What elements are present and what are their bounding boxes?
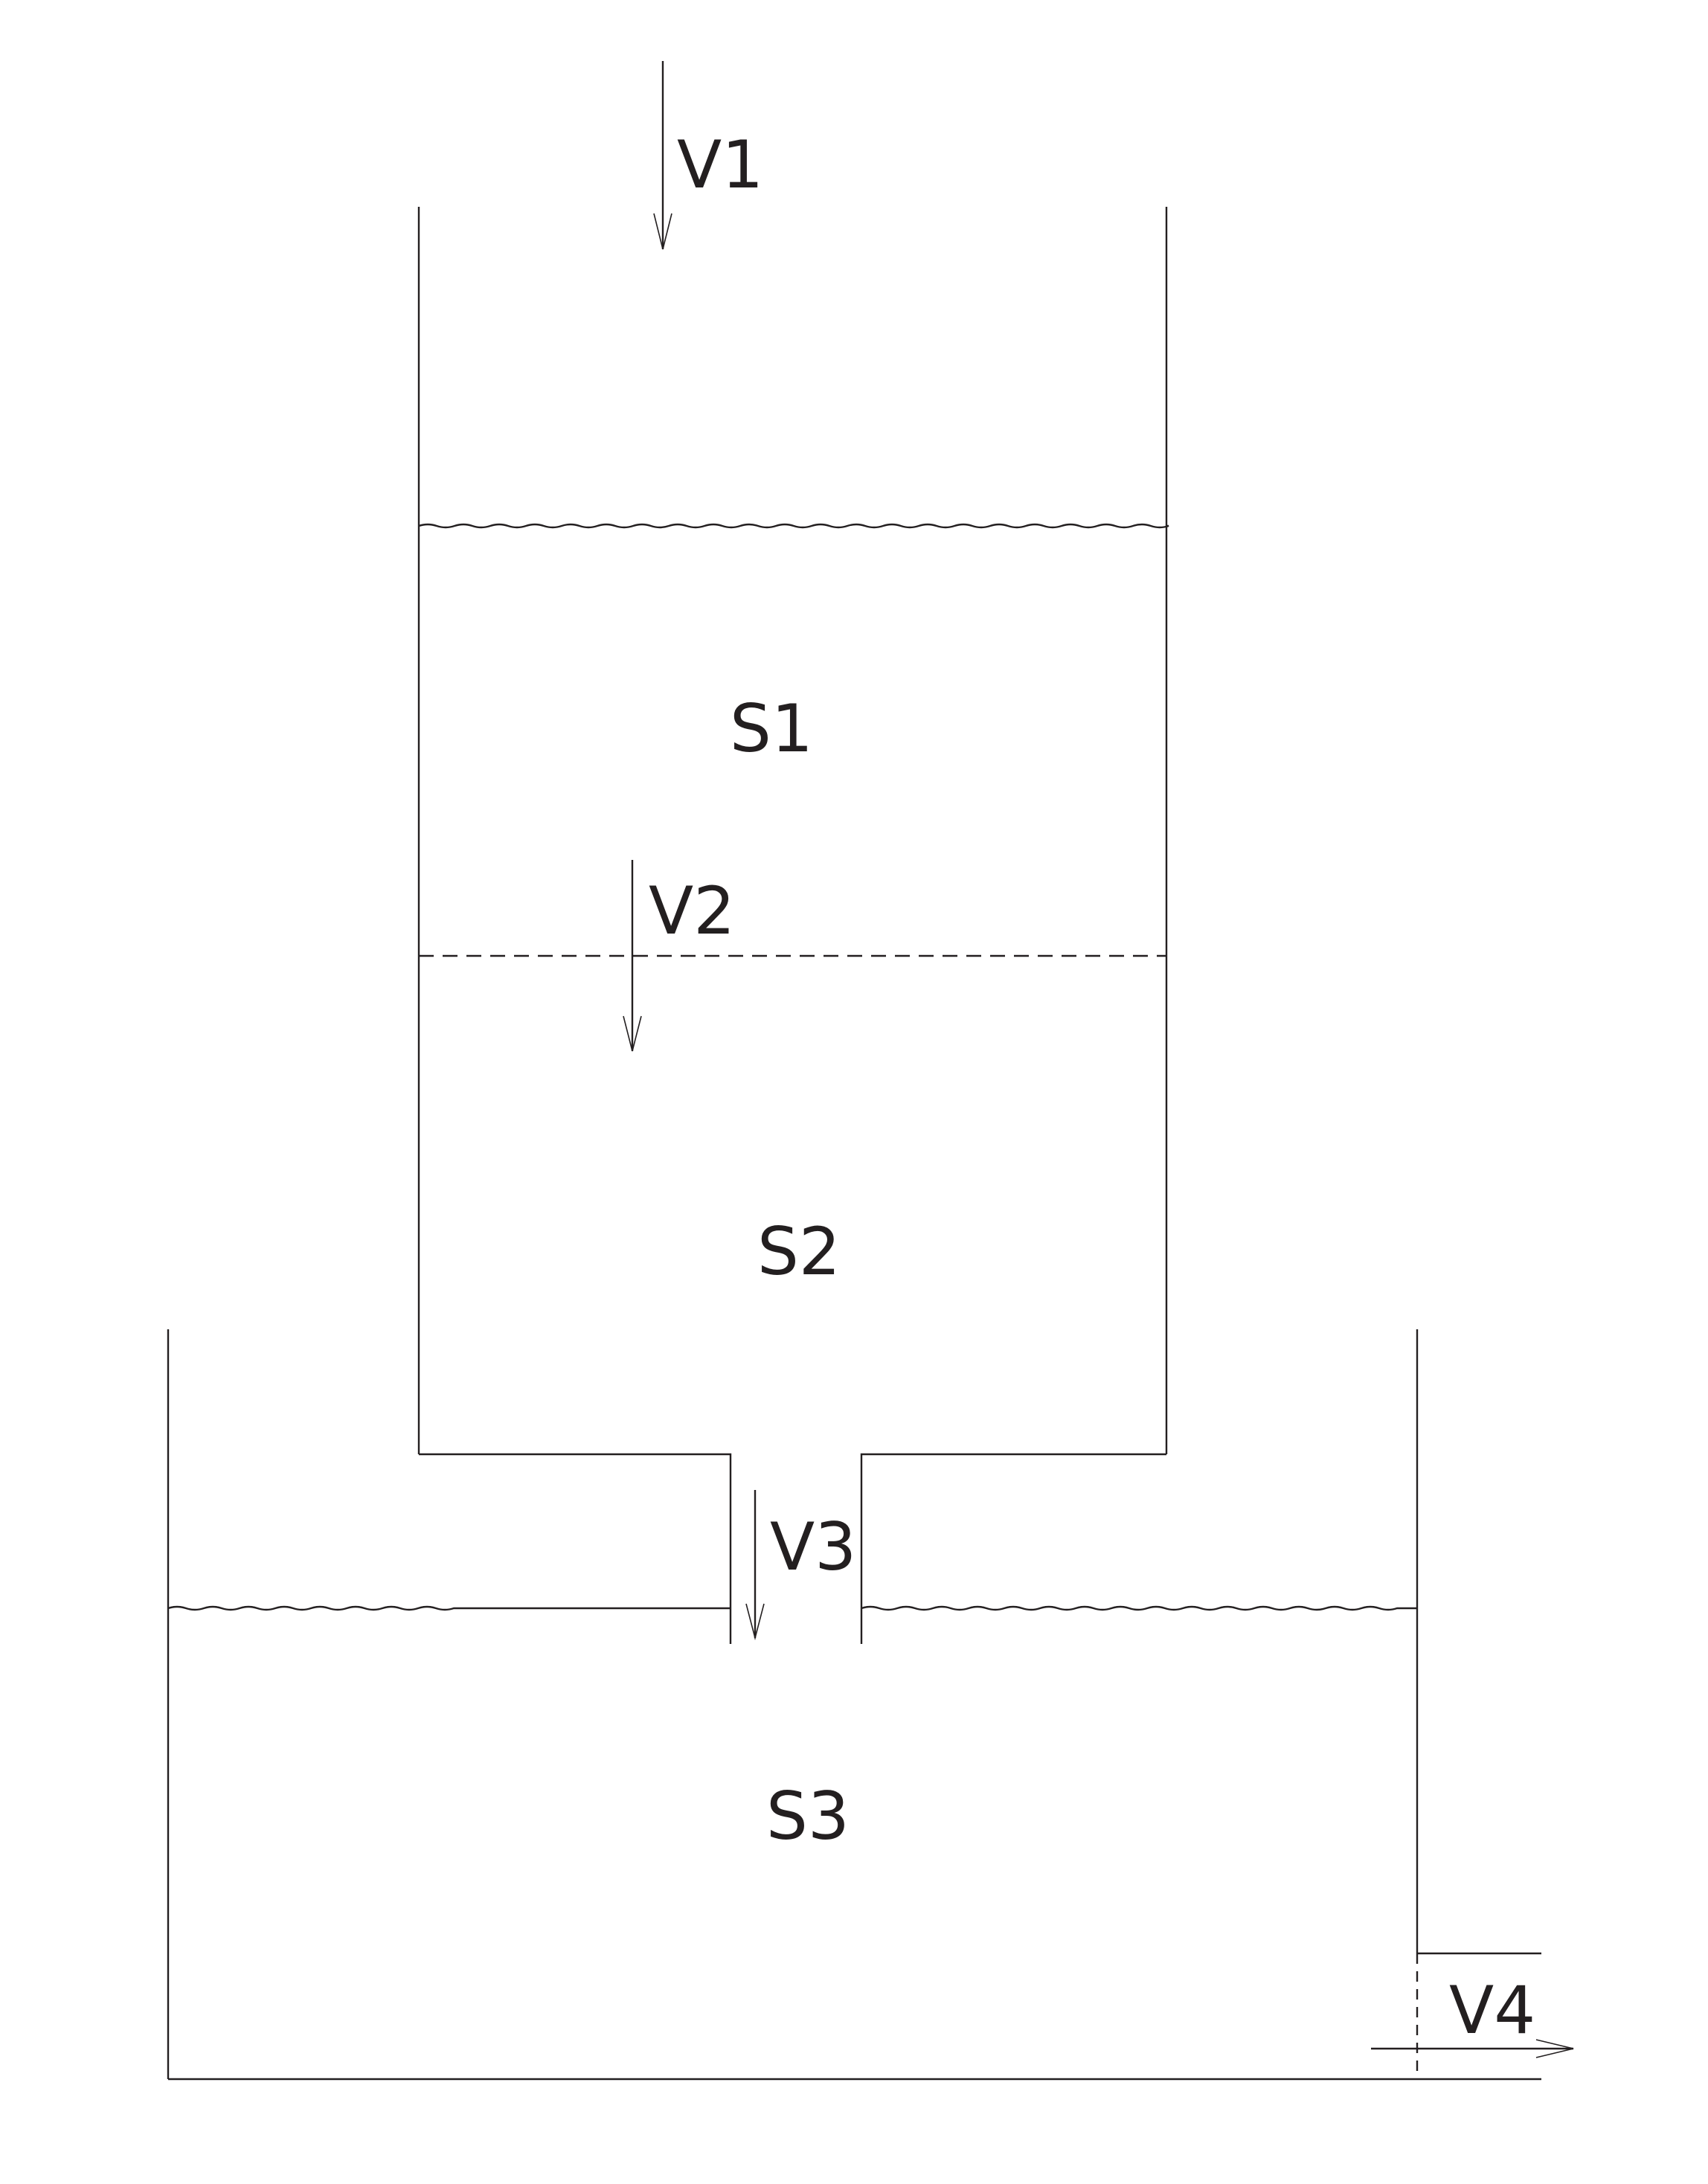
v3-arrow-head	[745, 1603, 765, 1641]
upper-liquid-surface	[418, 523, 1169, 529]
flow-arrow-v1	[653, 61, 672, 250]
flow-arrow-v3	[745, 1490, 765, 1641]
v4-arrow-head	[1535, 2039, 1574, 2058]
label-v3: V3	[770, 1509, 856, 1585]
upper-tank	[417, 207, 1168, 1644]
v1-arrow-head	[653, 213, 672, 250]
lower-tank	[167, 1329, 1541, 2081]
lower-liquid-surface-right	[861, 1605, 1417, 1611]
label-s1: S1	[730, 690, 813, 767]
flow-arrow-v4	[1371, 2039, 1574, 2058]
label-v2: V2	[649, 873, 735, 949]
upper-tank-bottom-right	[860, 1453, 1166, 1644]
label-s3: S3	[766, 1778, 850, 1854]
flow-arrow-v2	[623, 860, 642, 1052]
label-v1: V1	[677, 126, 763, 203]
label-s2: S2	[757, 1213, 841, 1290]
lower-liquid-surface-left	[167, 1605, 731, 1611]
upper-tank-bottom-left	[419, 1453, 732, 1644]
label-v4: V4	[1449, 1972, 1535, 2049]
v2-arrow-head	[623, 1015, 642, 1052]
